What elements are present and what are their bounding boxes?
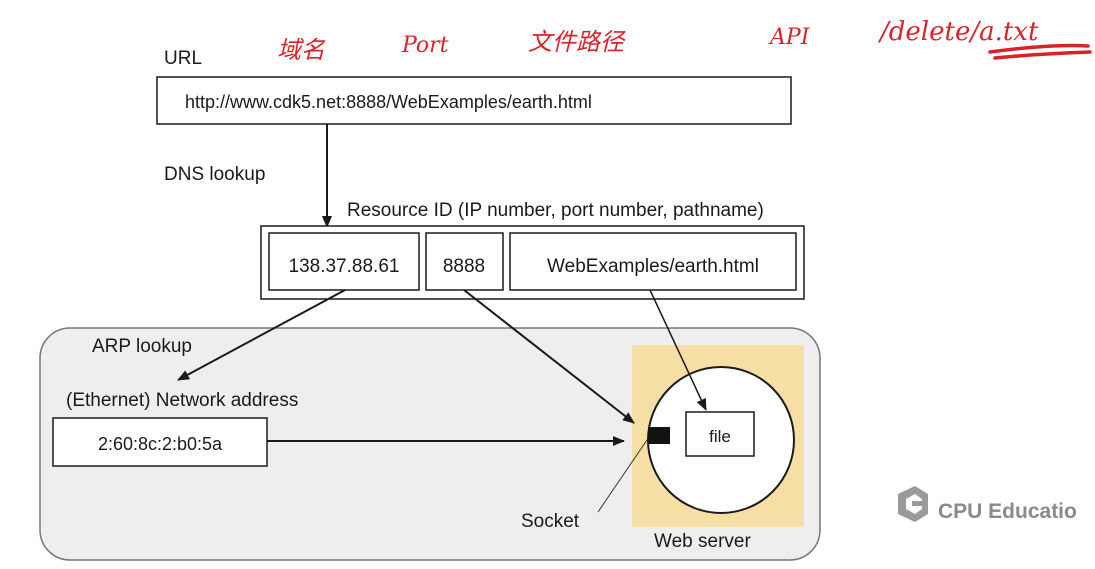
socket-label: Socket [521,511,580,532]
mac-value: 2:60:8c:2:b0:5a [98,434,223,454]
port-box [425,232,504,291]
file-label: file [709,427,731,446]
network-region [39,327,821,561]
port-to-socket-arrow [463,289,635,424]
path-box [509,232,797,291]
web-server-label: Web server [654,531,751,552]
arp-arrow [177,289,346,381]
arp-lookup-label: ARP lookup [92,336,192,357]
url-box [156,76,792,125]
url-value: http://www.cdk5.net:8888/WebExamples/ear… [185,92,592,112]
mac-box [52,417,268,467]
annotation-file-path: 文件路径 [528,28,626,56]
ip-box [268,232,420,291]
file-box [685,411,755,457]
socket-square [648,427,670,444]
annotation-delete-path: /delete/a.txt [877,17,1039,47]
resource-id-label: Resource ID (IP number, port number, pat… [347,200,764,221]
watermark-text: CPU Educatio [938,500,1077,523]
path-to-file-arrow [649,289,707,411]
watermark-logo-icon [898,486,928,522]
url-label: URL [164,48,202,69]
annotation-underline [988,43,1092,60]
network-address-label: (Ethernet) Network address [66,390,298,411]
annotation-domain: 域名 [277,36,326,64]
annotation-api: API [768,25,811,50]
dns-lookup-label: DNS lookup [164,164,265,185]
ip-value: 138.37.88.61 [289,256,400,277]
annotation-port: Port [401,33,449,58]
port-value: 8888 [443,256,485,277]
socket-pointer-line [597,439,648,513]
path-value: WebExamples/earth.html [547,256,759,277]
